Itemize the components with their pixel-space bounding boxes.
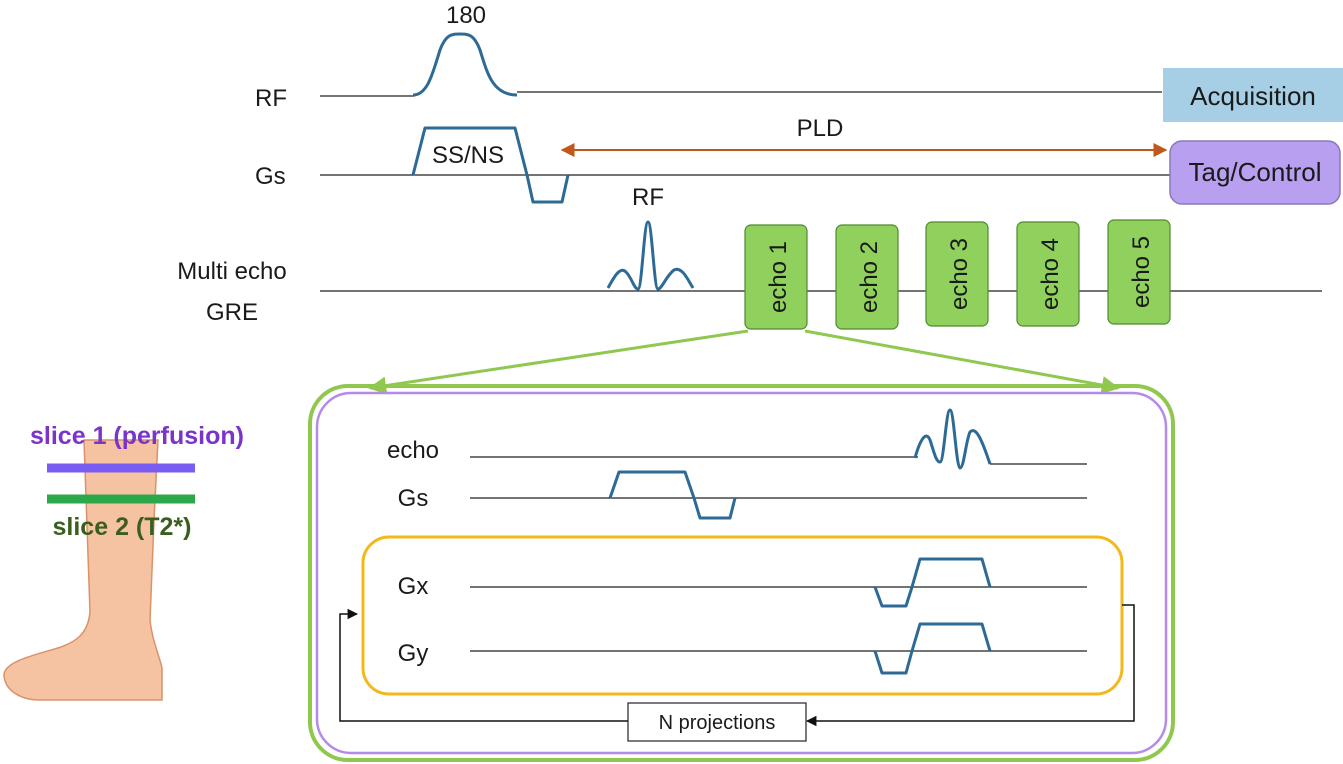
zoom-line-left — [368, 329, 749, 395]
pulse-180-label: 180 — [446, 2, 486, 29]
echo-4-label: echo 4 — [1037, 238, 1064, 310]
echo-2-label: echo 2 — [856, 241, 883, 313]
n-projections-box — [627, 702, 807, 742]
projection-loop-box — [361, 535, 1124, 696]
echo-box-2: echo 2 — [835, 224, 899, 330]
loop-return-arrow — [339, 608, 628, 722]
echo-box-4: echo 4 — [1016, 221, 1080, 327]
detail-echo-label: echo — [387, 437, 439, 464]
tag-control-box — [1169, 140, 1341, 205]
excitation-rf-label: RF — [632, 184, 664, 211]
pld-label: PLD — [797, 115, 844, 142]
echo-box-1: echo 1 — [744, 224, 808, 330]
gs-row-label: Gs — [255, 163, 286, 190]
excitation-rf-pulse — [606, 220, 695, 291]
echo-1-label: echo 1 — [765, 241, 792, 313]
leg-icon — [3, 439, 163, 701]
detail-gs-gradient — [608, 470, 737, 520]
n-projections-label: N projections — [659, 712, 776, 734]
echo-5-label: echo 5 — [1128, 236, 1155, 308]
loop-arrow-icon — [805, 604, 1135, 727]
rf-row-label: RF — [255, 85, 287, 112]
gy-gradient — [873, 622, 992, 675]
acquisition-box — [1163, 68, 1343, 122]
detail-echo-signal — [913, 408, 992, 470]
tag-control-label: Tag/Control — [1189, 157, 1322, 187]
ss-ns-label: SS/NS — [432, 142, 504, 169]
gre-row-label-line2: GRE — [206, 299, 258, 326]
ss-ns-gradient — [411, 126, 570, 204]
inversion-pulse-180 — [412, 32, 518, 97]
gy-label: Gy — [398, 640, 429, 667]
gx-label: Gx — [398, 573, 429, 600]
echo-3-label: echo 3 — [946, 238, 973, 310]
echo-detail-outer-box — [308, 384, 1175, 762]
slice-2-label: slice 2 (T2*) — [53, 513, 192, 541]
detail-gs-label: Gs — [398, 485, 429, 512]
echo-box-5: echo 5 — [1107, 219, 1171, 325]
acquisition-label: Acquisition — [1190, 81, 1316, 111]
gx-gradient — [873, 557, 992, 608]
gre-row-label-line1: Multi echo — [177, 258, 286, 285]
echo-detail-inner-box — [315, 391, 1168, 755]
zoom-line-right — [804, 329, 1120, 394]
echo-box-3: echo 3 — [925, 221, 989, 327]
slice-1-label: slice 1 (perfusion) — [30, 422, 244, 450]
